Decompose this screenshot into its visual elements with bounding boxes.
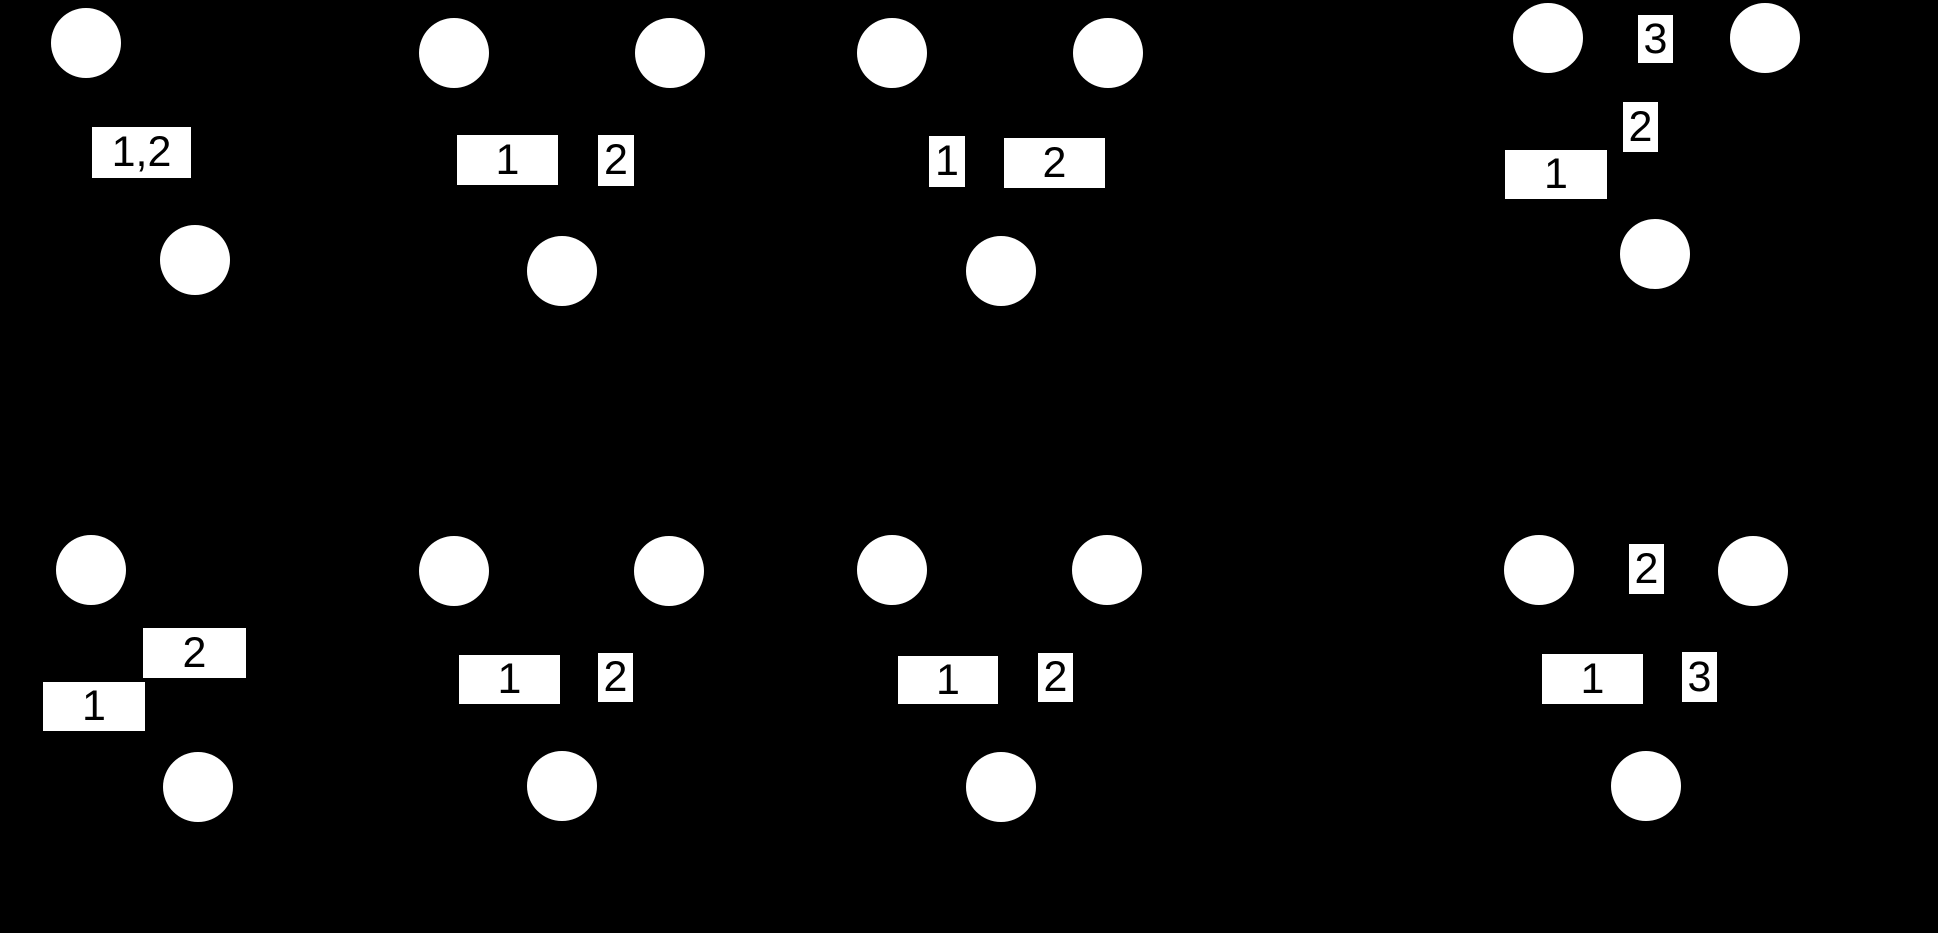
graph-node: [857, 18, 927, 88]
graph-node: [1072, 535, 1142, 605]
graph-node: [1730, 3, 1800, 73]
edge-label: 2: [1004, 138, 1105, 188]
edge-label: 3: [1682, 652, 1717, 702]
graph-node: [1620, 219, 1690, 289]
edge-label: 2: [598, 135, 634, 186]
graph-node: [419, 536, 489, 606]
graph-node: [160, 225, 230, 295]
edge-label: 1: [43, 682, 145, 731]
graph-node: [966, 752, 1036, 822]
edge-label: 2: [1629, 544, 1664, 594]
graph-node: [163, 752, 233, 822]
edge-label: 1: [457, 135, 558, 185]
graph-node: [966, 236, 1036, 306]
graph-node: [527, 751, 597, 821]
graph-node: [1513, 3, 1583, 73]
graph-node: [634, 536, 704, 606]
graph-node: [527, 236, 597, 306]
edge-label: 2: [1038, 653, 1073, 702]
graph-node: [1504, 535, 1574, 605]
graph-node: [419, 18, 489, 88]
graph-node: [1718, 536, 1788, 606]
edge-label: 3: [1638, 15, 1673, 63]
graph-node: [51, 8, 121, 78]
edge-label: 2: [598, 653, 633, 702]
edge-label: 1: [1505, 150, 1607, 199]
edge-label: 1: [1542, 654, 1643, 704]
graph-node: [1073, 18, 1143, 88]
edge-label: 1: [898, 656, 998, 704]
graph-node: [56, 535, 126, 605]
edge-label: 1: [459, 655, 560, 704]
edge-label: 1,2: [92, 127, 191, 178]
edge-label: 2: [143, 628, 246, 678]
edge-label: 1: [929, 136, 965, 187]
graph-node: [635, 18, 705, 88]
graph-node: [857, 535, 927, 605]
graph-node: [1611, 751, 1681, 821]
edge-label: 2: [1623, 102, 1658, 152]
